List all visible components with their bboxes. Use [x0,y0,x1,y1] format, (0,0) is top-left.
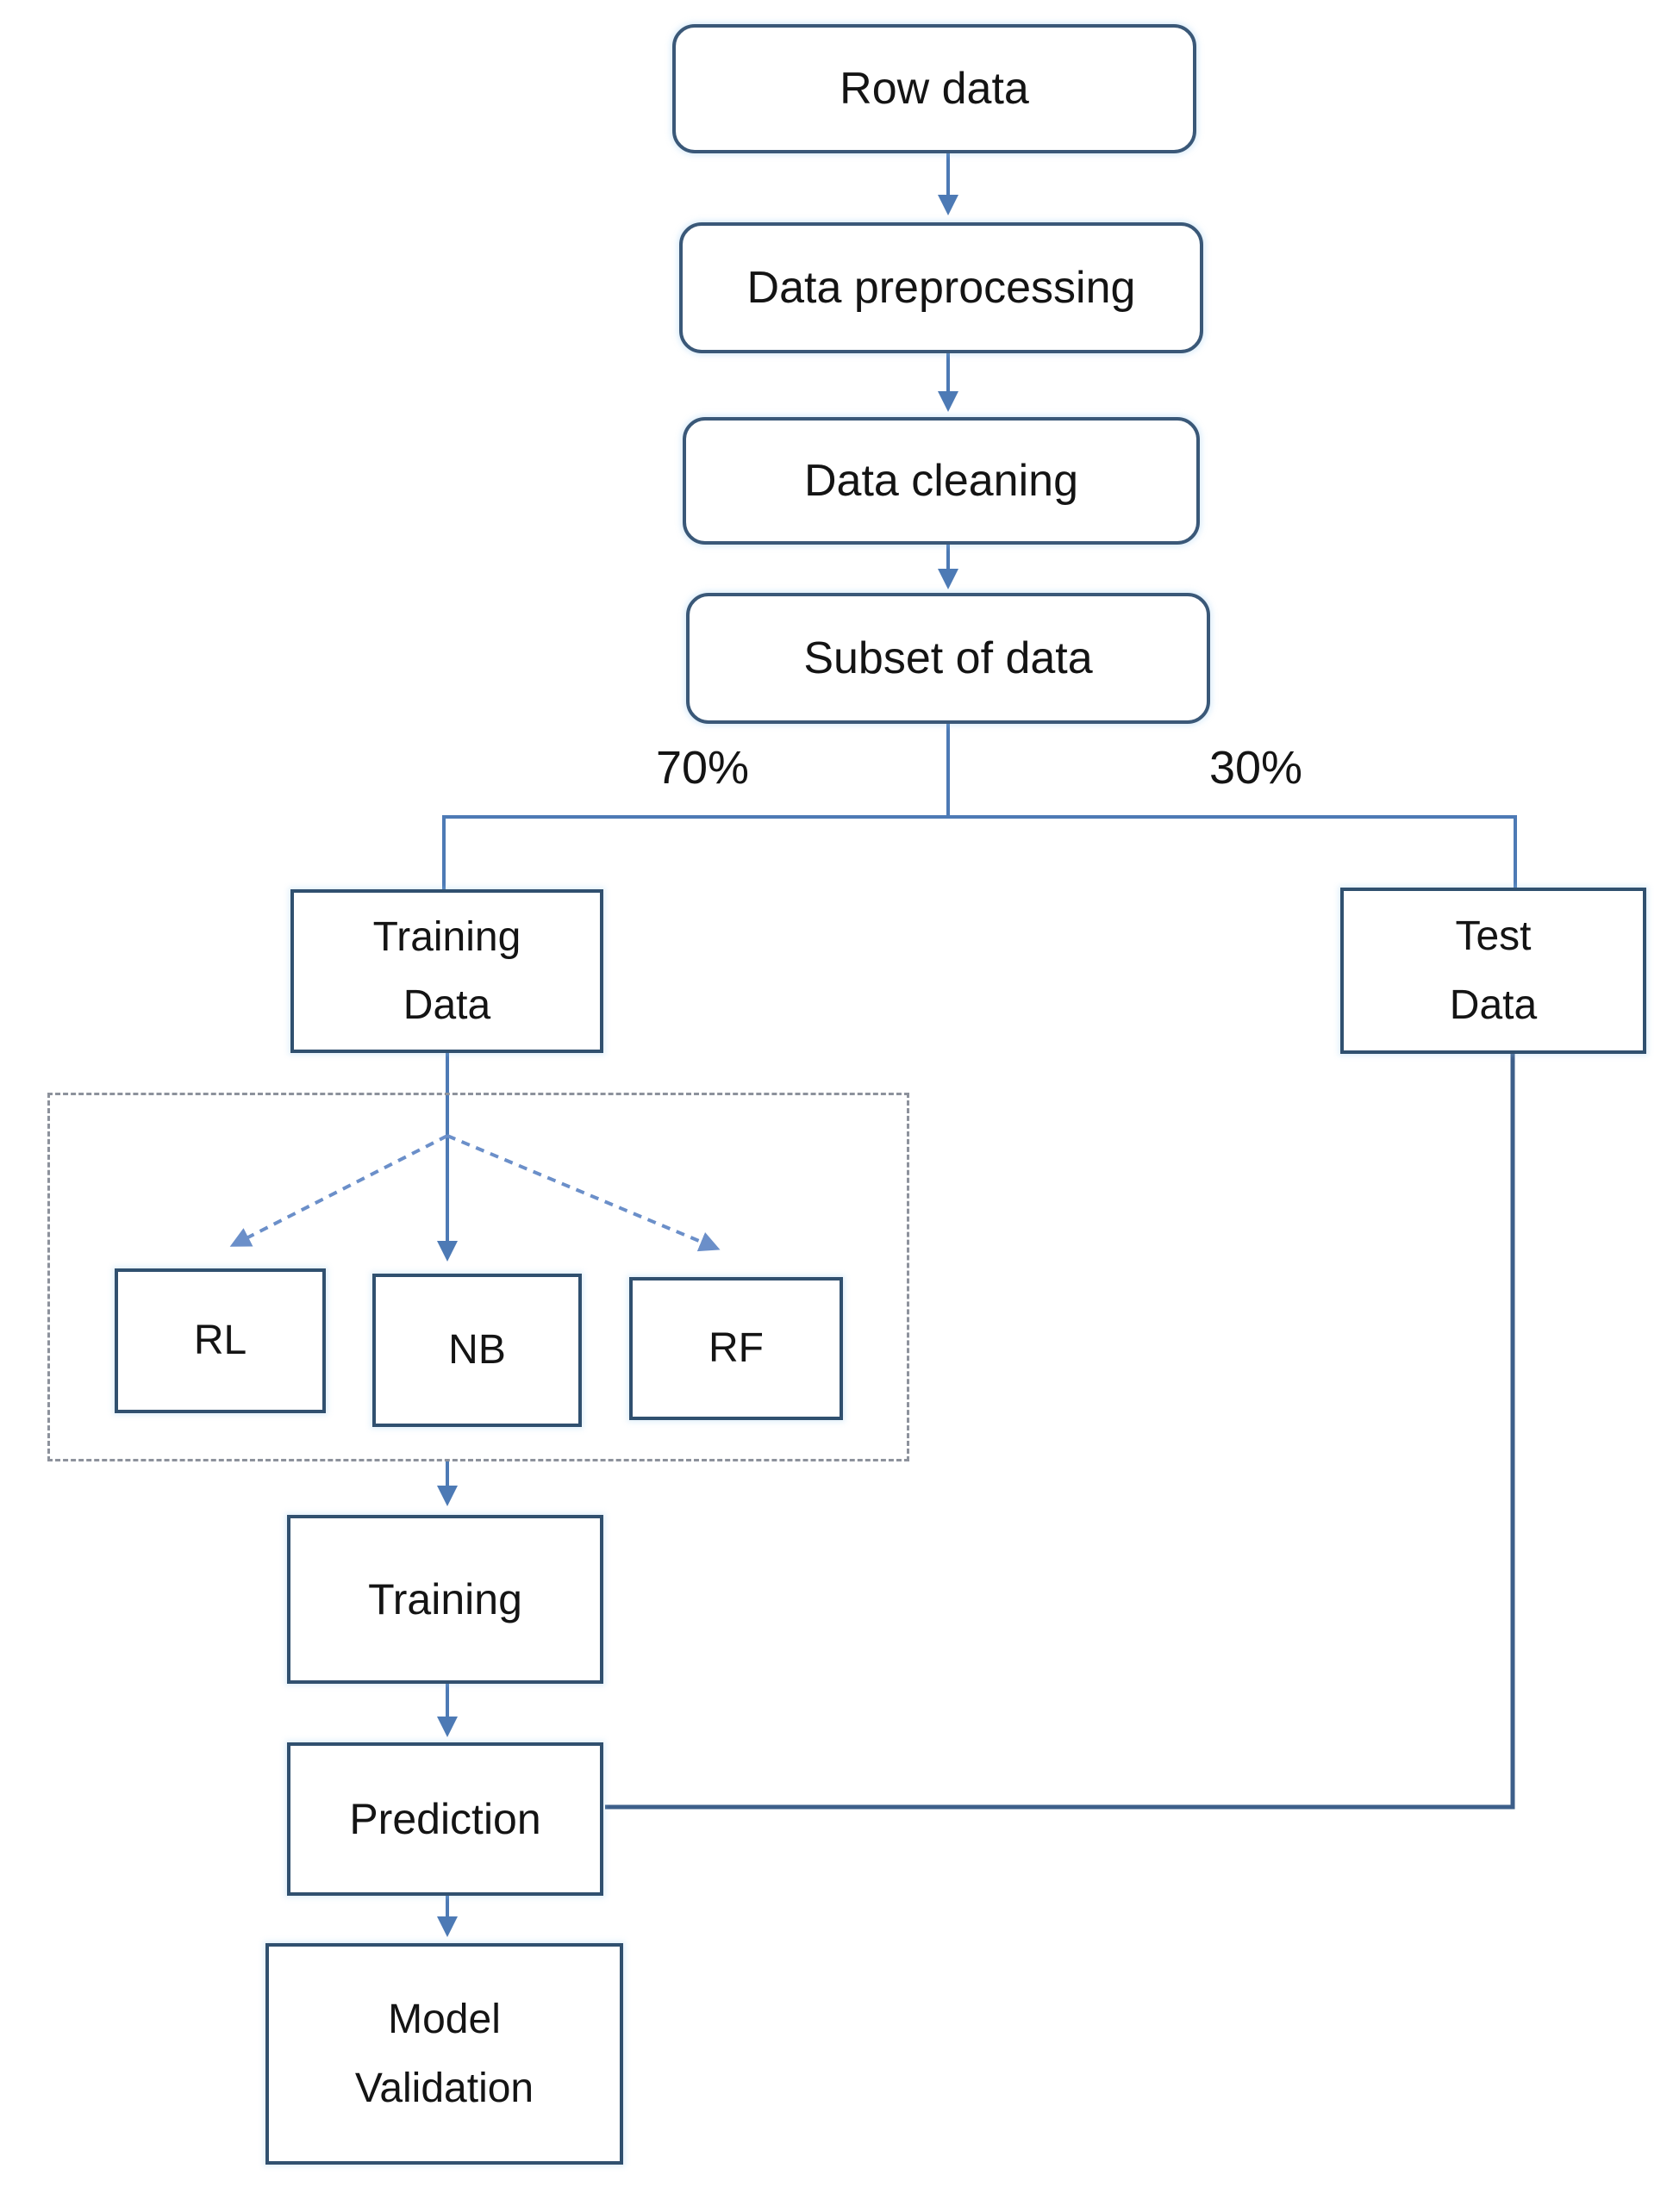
node-rf: RF [629,1277,843,1420]
connector-trainingdata-to-rf [446,1134,721,1252]
connector-split-branch [442,815,1517,889]
node-data-cleaning: Data cleaning [683,406,1209,545]
node-test-data: Test Data [1340,888,1646,1054]
node-data-preprocessing: Data preprocessing [679,211,1213,353]
split-label-70: 70% [655,742,750,794]
node-subset-of-data: Subset of data [686,582,1220,724]
node-label: Data cleaning [804,455,1078,506]
node-rl: RL [115,1268,326,1413]
node-label: Data preprocessing [746,262,1136,313]
node-label: RF [709,1325,764,1372]
node-label: Training [368,1575,522,1623]
node-label: Model Validation [354,1997,534,2111]
node-prediction: Prediction [287,1742,603,1896]
node-label: NB [448,1327,506,1374]
node-label: Prediction [349,1795,541,1843]
split-label-30: 30% [1208,742,1303,794]
connector-testdata-to-prediction [605,1054,1515,1810]
node-label: Training Data [372,913,521,1028]
node-label: Row data [840,63,1029,114]
node-label: RL [193,1318,247,1364]
node-training: Training [287,1515,603,1684]
node-training-data: Training Data [290,889,603,1053]
model-group-dashed-box [47,1093,909,1461]
node-model-validation: Model Validation [265,1943,623,2165]
node-label: Test Data [1449,913,1538,1028]
node-row-data: Row data [672,13,1206,153]
node-label: Subset of data [803,632,1093,683]
node-nb: NB [372,1274,582,1427]
